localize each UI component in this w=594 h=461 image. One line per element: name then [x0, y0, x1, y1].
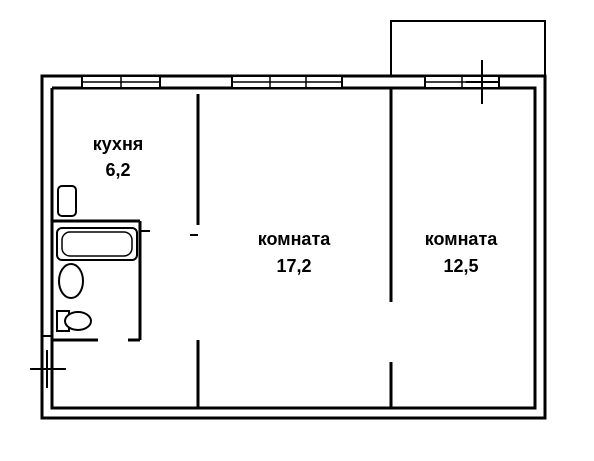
window-right-room — [424, 75, 500, 89]
room-label-kitchen: кухня — [93, 134, 144, 154]
room-area-center: 17,2 — [276, 256, 311, 276]
sink-icon — [58, 263, 84, 299]
entrance-cross-icon — [466, 60, 498, 104]
balcony — [390, 20, 546, 76]
stove-icon — [57, 185, 77, 217]
room-area-right: 12,5 — [443, 256, 478, 276]
window-center-room — [231, 75, 343, 89]
window-kitchen — [81, 75, 161, 89]
room-area-kitchen: 6,2 — [105, 160, 130, 180]
room-label-right: комната — [425, 229, 499, 249]
bathtub-icon — [56, 227, 138, 261]
interior-walls — [190, 88, 393, 408]
bathroom — [52, 219, 150, 342]
toilet-icon — [56, 310, 92, 332]
entrance-cross-icon — [30, 350, 66, 388]
room-label-center: комната — [258, 229, 332, 249]
